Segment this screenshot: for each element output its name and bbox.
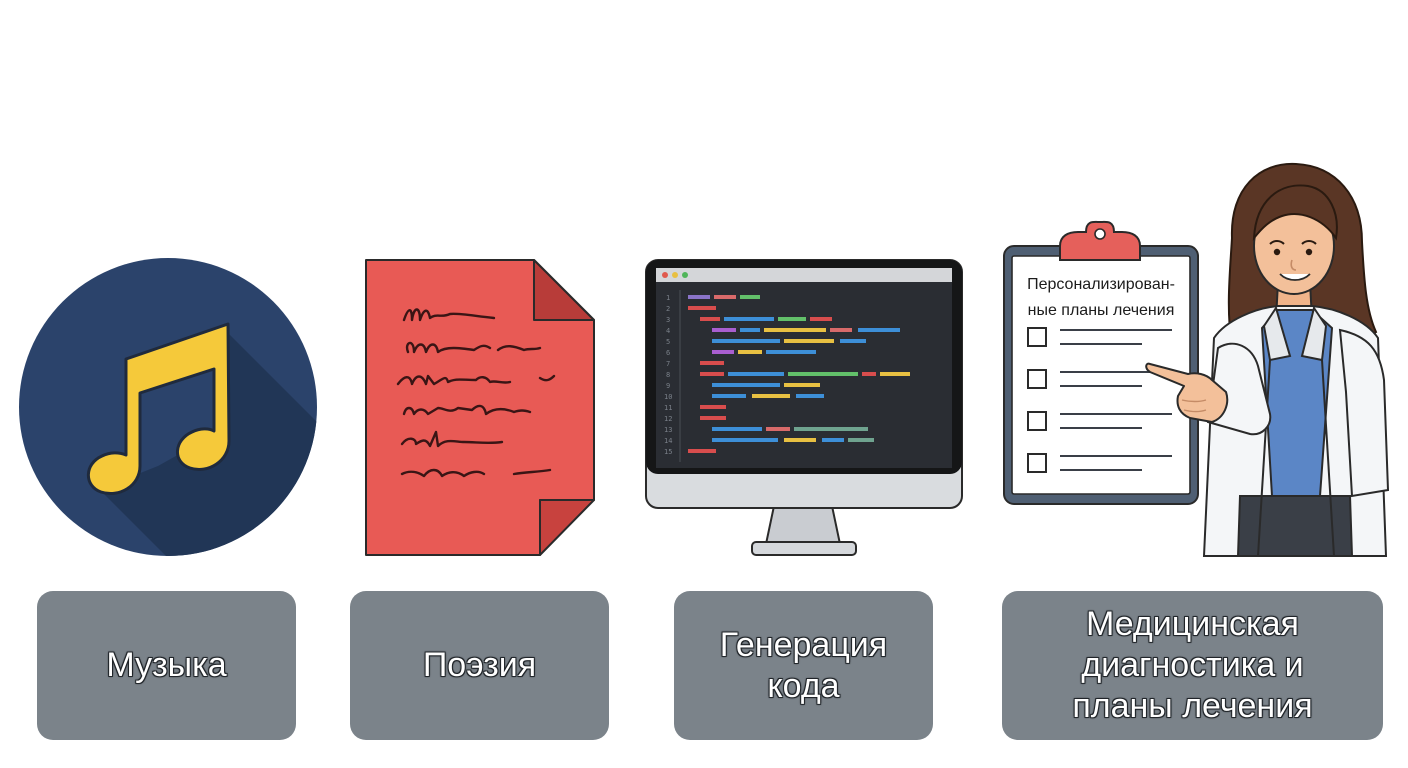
svg-text:10: 10 [664, 393, 672, 401]
svg-text:3: 3 [666, 316, 670, 324]
svg-text:11: 11 [664, 404, 672, 412]
svg-text:5: 5 [666, 338, 670, 346]
svg-text:7: 7 [666, 360, 670, 368]
medical-diagnostics-label: Медицинская диагностика и планы лечения [1002, 591, 1383, 740]
svg-text:2: 2 [666, 305, 670, 313]
svg-text:6: 6 [666, 349, 670, 357]
svg-text:15: 15 [664, 448, 672, 456]
code-generation-label: Генерация кода [674, 591, 933, 740]
svg-text:12: 12 [664, 415, 672, 423]
music-label: Музыка [37, 591, 296, 740]
handwritten-page-icon [365, 259, 595, 556]
svg-text:9: 9 [666, 382, 670, 390]
doctor-clipboard-icon [1003, 162, 1390, 557]
svg-text:13: 13 [664, 426, 672, 434]
music-note-icon [19, 258, 317, 556]
svg-text:14: 14 [664, 437, 672, 445]
svg-text:4: 4 [666, 327, 670, 335]
clipboard-title: Персонализирован- ные планы лечения [1027, 276, 1175, 319]
svg-text:8: 8 [666, 371, 670, 379]
svg-text:1: 1 [666, 294, 670, 302]
poetry-label: Поэзия [350, 591, 609, 740]
